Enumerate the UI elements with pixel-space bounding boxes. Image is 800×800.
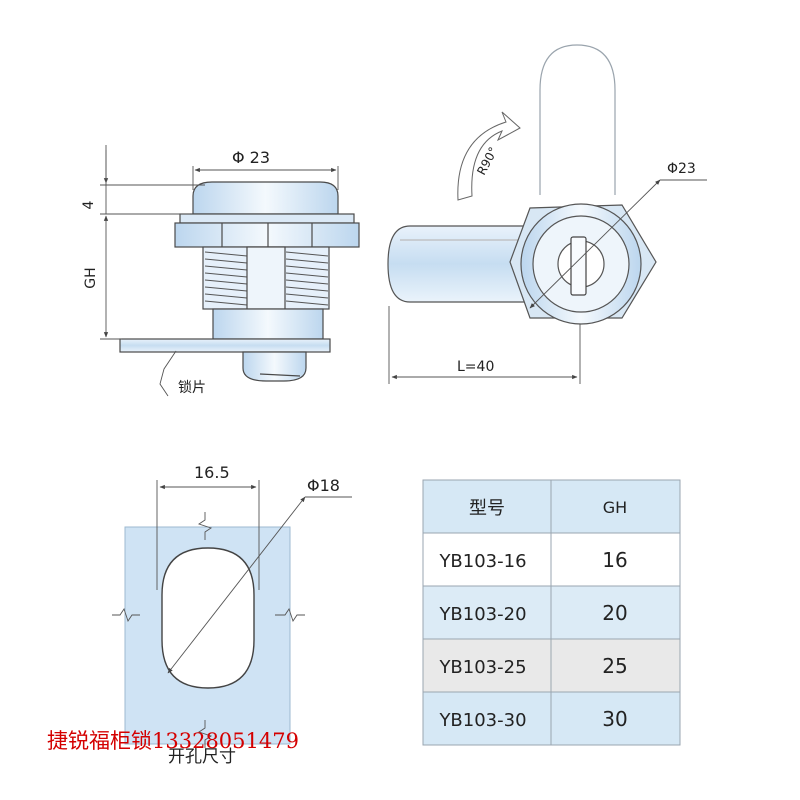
cell-gh: 16 bbox=[602, 548, 627, 572]
lock-plate-label: 锁片 bbox=[178, 380, 206, 396]
watermark-text: 捷锐福柜锁13328051479 bbox=[47, 729, 299, 753]
hex-nut bbox=[174, 222, 360, 248]
header-model: 型号 bbox=[469, 498, 505, 519]
header-gh: GH bbox=[603, 498, 627, 517]
side-view-dimensions bbox=[100, 145, 339, 397]
spec-table: 型号 GH YB103-16 16 YB103-20 20 YB103-25 2… bbox=[422, 479, 681, 746]
lower-shaft bbox=[212, 308, 324, 340]
cutout-view bbox=[112, 512, 305, 748]
cell-model: YB103-25 bbox=[438, 657, 526, 678]
side-view bbox=[119, 181, 360, 382]
cell-gh: 30 bbox=[602, 707, 627, 731]
cap-ring bbox=[179, 213, 355, 224]
cell-model: YB103-20 bbox=[438, 604, 526, 625]
rotated-arm-ghost bbox=[539, 44, 616, 195]
cap-diameter-label: Φ 23 bbox=[232, 148, 270, 167]
rotation-arrow-icon bbox=[457, 111, 521, 201]
cap-height-label: 4 bbox=[81, 200, 97, 209]
lock-cap bbox=[192, 181, 339, 215]
cutout-diameter-label: Φ18 bbox=[307, 476, 340, 495]
cell-gh: 25 bbox=[602, 654, 627, 678]
cell-model: YB103-30 bbox=[438, 710, 526, 731]
cutout-dimensions bbox=[156, 480, 352, 674]
length-label: L=40 bbox=[457, 359, 494, 375]
cutout-caption: 开孔尺寸 bbox=[168, 747, 236, 767]
rotated-view-dimensions bbox=[388, 179, 707, 384]
cell-gh: 20 bbox=[602, 601, 627, 625]
gh-label: GH bbox=[83, 267, 99, 288]
cell-model: YB103-16 bbox=[438, 551, 526, 572]
lock-plate bbox=[119, 338, 331, 353]
cutout-width-label: 16.5 bbox=[194, 463, 230, 482]
cutout-hole bbox=[161, 547, 255, 689]
rotated-view bbox=[387, 44, 657, 325]
face-diameter-label: Φ23 bbox=[667, 161, 696, 177]
screw-head bbox=[242, 351, 307, 382]
